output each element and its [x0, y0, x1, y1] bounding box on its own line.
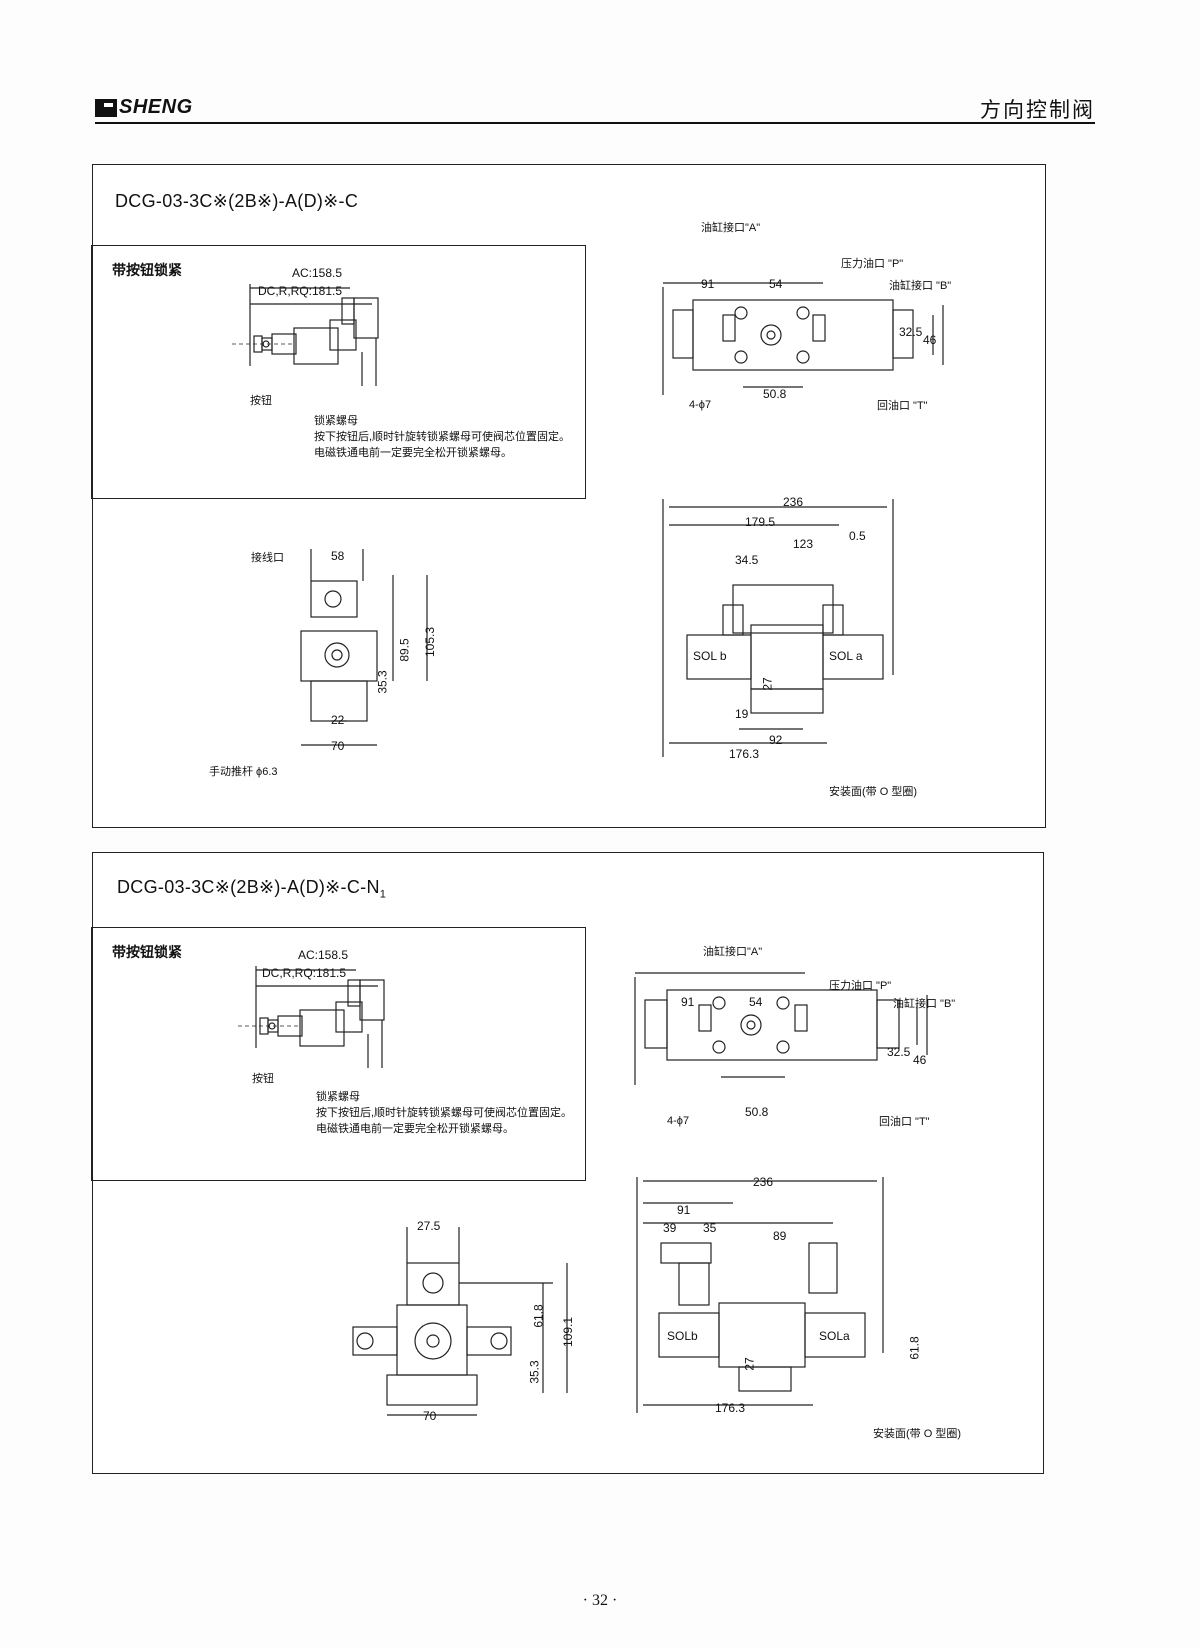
- dim-109-1: 109.1: [561, 1316, 576, 1348]
- dim-70: 70: [423, 1409, 437, 1423]
- dim-35-3: 35.3: [527, 1360, 542, 1384]
- dim-22: 22: [331, 713, 345, 727]
- brand-name: SHENG: [119, 96, 193, 118]
- header-rule: [95, 122, 1095, 124]
- page-header: SHENG 方向控制阀: [95, 94, 1095, 124]
- button-lock-drawing: [232, 284, 379, 386]
- valve-side-view: [300, 549, 428, 746]
- port-t-label: 回油口 "T": [877, 400, 928, 412]
- dim-236: 236: [753, 1175, 774, 1189]
- port-b-label: 油缸接口 "B": [889, 280, 952, 292]
- dim-46: 46: [923, 333, 937, 347]
- dim-54: 54: [749, 995, 763, 1009]
- port-b-label: 油缸接口 "B": [893, 998, 956, 1010]
- dim-19: 19: [735, 707, 749, 721]
- dim-58: 58: [331, 549, 345, 563]
- dim-91: 91: [701, 277, 715, 291]
- dim-61-8: 61.8: [907, 1336, 922, 1360]
- dim-50-8: 50.8: [745, 1105, 769, 1119]
- button-label: 按钮: [252, 1073, 274, 1085]
- dim-89-5: 89.5: [397, 638, 412, 662]
- dim-105-3: 105.3: [423, 626, 438, 658]
- dim-54: 54: [769, 277, 783, 291]
- port-p-label: 压力油口 "P": [841, 258, 904, 270]
- dim-32-5: 32.5: [887, 1045, 911, 1059]
- model-title: DCG-03-3C※(2B※)-A(D)※-C-N1: [117, 877, 386, 901]
- dim-89: 89: [773, 1229, 787, 1243]
- port-t-label: 回油口 "T": [879, 1116, 930, 1128]
- dim-0-5: 0.5: [849, 529, 866, 543]
- page-number: · 32 ·: [582, 1592, 618, 1609]
- port-a-label: 油缸接口"A": [701, 222, 761, 234]
- valve-top-view: [634, 972, 928, 1085]
- dim-91: 91: [681, 995, 695, 1009]
- mount-face-label: 安装面(带 O 型圈): [873, 1428, 961, 1440]
- dim-46: 46: [913, 1053, 927, 1067]
- wire-port-label: 接线口: [251, 552, 284, 564]
- locknut-label: 锁紧螺母: [316, 1091, 360, 1103]
- valve-side-view: [352, 1227, 568, 1416]
- dim-32-5: 32.5: [899, 325, 923, 339]
- dim-236: 236: [783, 495, 804, 509]
- dim-91: 91: [677, 1203, 691, 1217]
- dim-39: 39: [663, 1221, 677, 1235]
- mount-face-label: 安装面(带 O 型圈): [829, 786, 917, 798]
- dim-176-3: 176.3: [729, 747, 760, 761]
- dim-27-5: 27.5: [417, 1219, 441, 1233]
- dim-92: 92: [769, 733, 783, 747]
- dim-35-3: 35.3: [375, 670, 390, 694]
- sol-b-label: SOL b: [693, 649, 727, 663]
- dim-176-3: 176.3: [715, 1401, 746, 1415]
- sol-a-label: SOLa: [819, 1329, 850, 1343]
- model-name: DCG-03-3C※(2B※)-A(D)※-C-N: [117, 877, 380, 897]
- dim-34-5: 34.5: [735, 553, 759, 567]
- section-title: 方向控制阀: [980, 99, 1095, 122]
- valve-front-view: [662, 499, 894, 757]
- port-a-label: 油缸接口"A": [703, 946, 763, 958]
- model-panel-2: DCG-03-3C※(2B※)-A(D)※-C-N1 带按钮锁紧 AC:158.…: [91, 852, 1044, 1474]
- dim-61-8: 61.8: [531, 1304, 546, 1328]
- mount-holes-label: 4-ϕ7: [689, 399, 712, 411]
- brand-logo: SHENG: [95, 96, 193, 119]
- valve-front-view: [636, 1177, 884, 1413]
- model-title: DCG-03-3C※(2B※)-A(D)※-C: [115, 191, 359, 211]
- inset-label: 带按钮锁紧: [112, 944, 182, 960]
- sol-a-label: SOL a: [829, 649, 863, 663]
- locknut-label: 锁紧螺母: [314, 415, 358, 427]
- manual-pin-label: 手动推杆 ϕ6.3: [209, 766, 278, 778]
- lock-note-1: 按下按钮后,顺时针旋转锁紧螺母可使阀芯位置固定。: [316, 1107, 573, 1119]
- inset-label: 带按钮锁紧: [112, 262, 182, 278]
- sol-b-label: SOLb: [667, 1329, 698, 1343]
- dim-ac: AC:158.5: [298, 948, 349, 962]
- dim-27: 27: [742, 1357, 757, 1371]
- dim-35: 35: [703, 1221, 717, 1235]
- mount-holes-label: 4-ϕ7: [667, 1115, 690, 1127]
- dim-123: 123: [793, 537, 814, 551]
- port-p-label: 压力油口 "P": [829, 980, 892, 992]
- valve-top-view: [662, 282, 944, 395]
- dim-179-5: 179.5: [745, 515, 776, 529]
- dim-ac: AC:158.5: [292, 266, 343, 280]
- lock-note-1: 按下按钮后,顺时针旋转锁紧螺母可使阀芯位置固定。: [314, 431, 571, 443]
- model-subscript: 1: [379, 888, 387, 901]
- button-label: 按钮: [250, 395, 272, 407]
- button-lock-inset: 带按钮锁紧 AC:158.5 DC,R,RQ:181.5 按钮 锁紧螺母 按下按…: [91, 245, 586, 499]
- dim-27: 27: [760, 677, 775, 691]
- lock-note-2: 电磁铁通电前一定要完全松开锁紧螺母。: [316, 1123, 514, 1135]
- model-panel-1: DCG-03-3C※(2B※)-A(D)※-C 带按钮锁紧 AC:158.5 D…: [91, 164, 1046, 828]
- logo-mark-icon: [95, 98, 117, 117]
- dim-50-8: 50.8: [763, 387, 787, 401]
- dim-70: 70: [331, 739, 345, 753]
- lock-note-2: 电磁铁通电前一定要完全松开锁紧螺母。: [314, 447, 512, 459]
- button-lock-drawing: [238, 966, 385, 1068]
- button-lock-inset: 带按钮锁紧 AC:158.5 DC,R,RQ:181.5 按钮 锁紧螺母 按下按…: [91, 927, 586, 1181]
